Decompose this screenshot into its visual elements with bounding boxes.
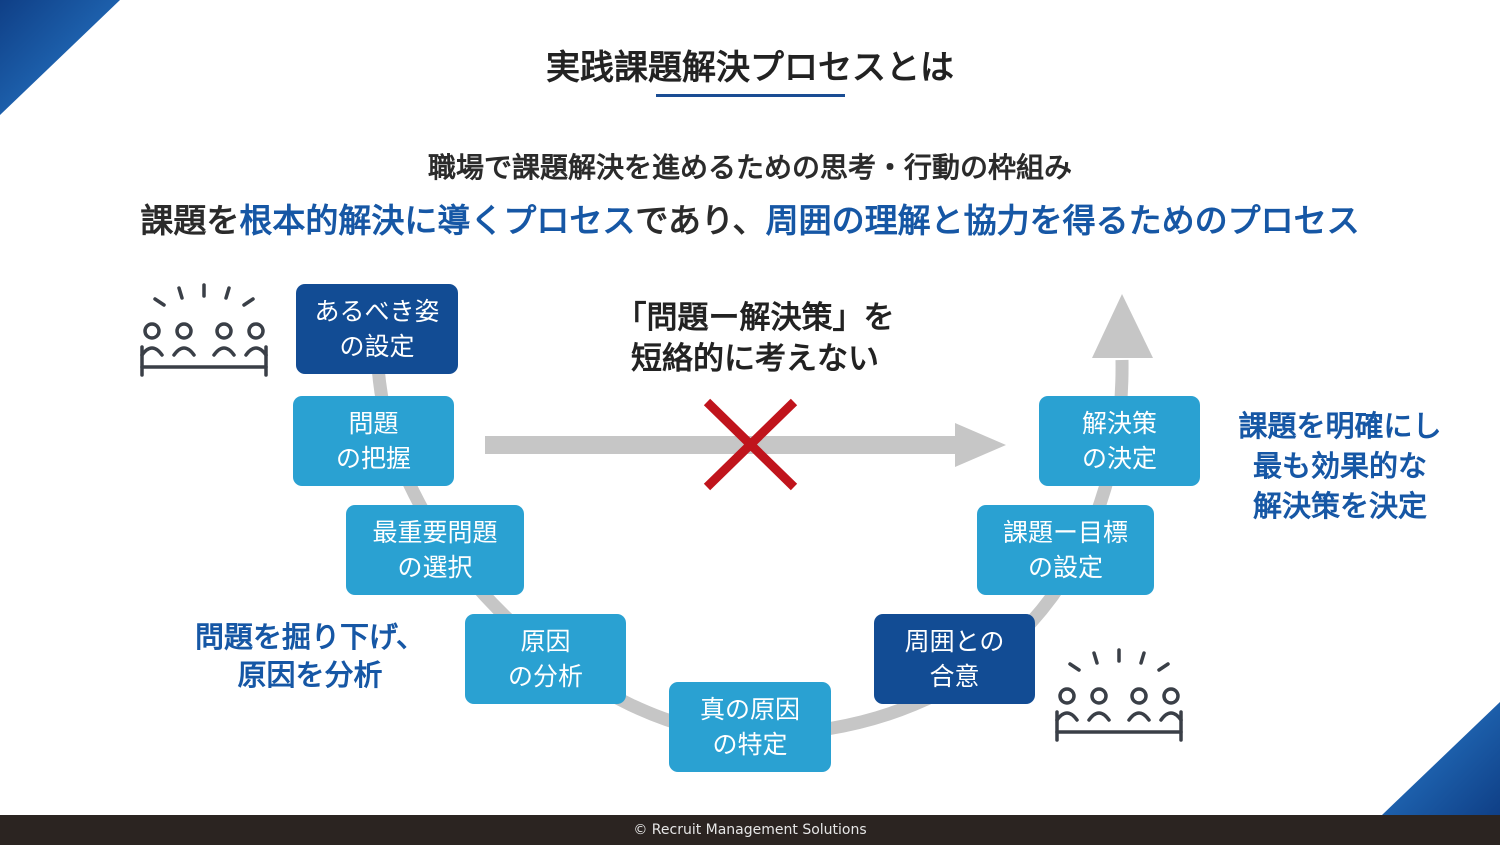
cross-mark-icon (703, 398, 798, 491)
team-meeting-icon (1055, 648, 1183, 742)
tagline-highlight-2: 周囲の理解と協力を得るためのプロセス (765, 201, 1360, 240)
curve-arrowhead (1092, 294, 1153, 358)
analysis-note: 問題を掘り下げ、 原因を分析 (195, 620, 425, 692)
step-goal-setting: 課題ー目標 の設定 (977, 505, 1154, 595)
step-cause-analysis: 原因 の分析 (465, 614, 626, 704)
shortcut-arrow-shaft (485, 436, 957, 454)
tagline-part-1: 課題を (140, 201, 240, 240)
shortcut-warning-note: 「問題ー解決策」を 短絡的に考えない (615, 300, 895, 377)
step-agreement: 周囲との 合意 (874, 614, 1035, 704)
step-solution-decision: 解決策 の決定 (1039, 396, 1200, 486)
step-priority-selection: 最重要問題 の選択 (346, 505, 524, 595)
step-problem-identification: 問題 の把握 (293, 396, 454, 486)
tagline-part-3: であり、 (635, 201, 766, 240)
step-ideal-state: あるべき姿 の設定 (296, 284, 458, 374)
tagline-highlight-1: 根本的解決に導くプロセス (239, 201, 636, 240)
step-root-cause: 真の原因 の特定 (669, 682, 831, 772)
shortcut-arrow-head (955, 423, 1006, 467)
page-subtitle: 職場で課題解決を進めるための思考・行動の枠組み (427, 151, 1072, 184)
decision-note: 課題を明確にし 最も効果的な 解決策を決定 (1238, 409, 1442, 523)
team-meeting-icon (140, 283, 268, 377)
copyright-footer: © Recruit Management Solutions (0, 815, 1500, 845)
tagline: 課題を根本的解決に導くプロセスであり、周囲の理解と協力を得るためのプロセス (0, 194, 1500, 242)
title-underline (656, 94, 845, 97)
page-title: 実践課題解決プロセスとは (546, 48, 954, 88)
